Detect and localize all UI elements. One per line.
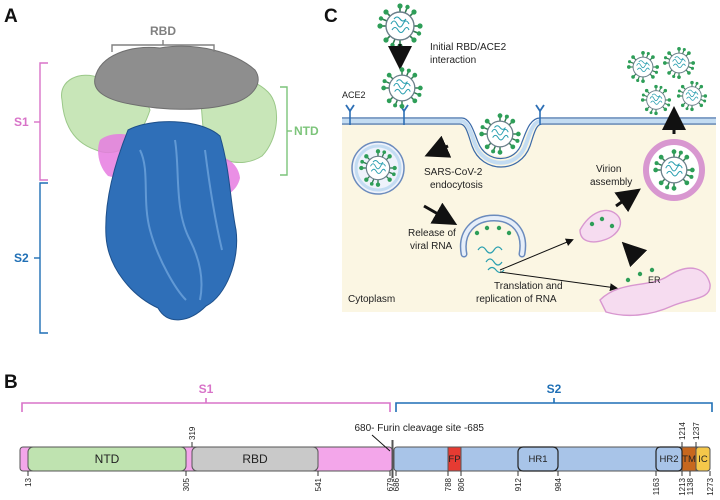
b-s1-label: S1: [199, 382, 214, 396]
b-s2-bracket: [395, 402, 713, 412]
tick-label-bottom: 13: [24, 477, 33, 486]
tick-label-bottom: 305: [182, 477, 191, 491]
endocytosis-label-2: endocytosis: [430, 180, 483, 191]
hr2-domain: [655, 446, 683, 472]
fp-domain-label: FP: [448, 454, 460, 465]
panel-label-c: C: [324, 6, 338, 27]
ace2-label: ACE2: [342, 90, 366, 100]
translation-label-2: replication of RNA: [476, 294, 557, 305]
ntd-domain: [27, 446, 187, 472]
tick-label-bottom: 541: [314, 477, 323, 491]
b-s2-label: S2: [547, 382, 562, 396]
furin-pointer: [371, 434, 391, 452]
s2-label: S2: [14, 251, 29, 265]
translation-label-1: Translation and: [494, 281, 563, 292]
cell-diagram: [342, 2, 716, 317]
hr1-domain: [517, 446, 559, 472]
panel-label-b: B: [4, 372, 18, 393]
assembly-label-1: Virion: [596, 164, 621, 175]
s1-bracket: [39, 62, 48, 181]
ntd-domain-label: NTD: [95, 452, 120, 466]
initial-label-1: Initial RBD/ACE2: [430, 42, 507, 53]
tick-label-top: 319: [188, 426, 197, 440]
ic-domain: [695, 446, 711, 472]
ntd-bracket: [280, 86, 288, 176]
rbd-domain-label: RBD: [242, 452, 268, 466]
top-ticks: 319 1214 1237: [188, 422, 701, 447]
hr1-domain-label: HR1: [528, 454, 547, 465]
tick-label-bottom: 788: [444, 477, 453, 491]
assembly-label-2: assembly: [590, 177, 632, 188]
tick-label-bottom: 1163: [652, 477, 661, 495]
s1-label: S1: [14, 115, 29, 129]
panel-label-a: A: [4, 6, 18, 27]
ic-domain-label: IC: [698, 454, 708, 465]
spike-structure: [61, 45, 278, 321]
fp-domain: [447, 446, 462, 472]
tick-label-bottom: 984: [554, 477, 563, 491]
tick-label-bottom: 806: [457, 477, 466, 491]
er-label: ER: [648, 275, 661, 285]
hr2-domain-label: HR2: [659, 454, 678, 465]
tick-label-bottom: 686: [392, 477, 401, 491]
ntd-label: NTD: [294, 124, 319, 138]
tick-label-top: 1237: [692, 422, 701, 440]
initial-label-2: interaction: [430, 55, 476, 66]
b-s1-bracket: [21, 402, 391, 412]
domain-map: [19, 440, 711, 478]
release-label-2: viral RNA: [410, 241, 453, 252]
furin-label: 680- Furin cleavage site -685: [354, 423, 484, 434]
tick-label-bottom: 1138: [686, 477, 695, 495]
cytoplasm-label: Cytoplasm: [348, 294, 395, 305]
tick-label-bottom: 1273: [706, 477, 715, 495]
endocytosis-label-1: SARS-CoV-2: [424, 167, 483, 178]
tick-label-bottom: 679: [386, 477, 395, 491]
tick-label-bottom: 912: [514, 477, 523, 491]
tick-label-bottom: 1213: [678, 477, 687, 495]
tm-domain-label: TM: [682, 454, 696, 465]
rbd-domain: [191, 446, 319, 472]
s2-bracket: [39, 182, 48, 334]
rbd-label: RBD: [150, 24, 176, 38]
release-label-1: Release of: [408, 228, 456, 239]
tick-label-top: 1214: [678, 422, 687, 440]
